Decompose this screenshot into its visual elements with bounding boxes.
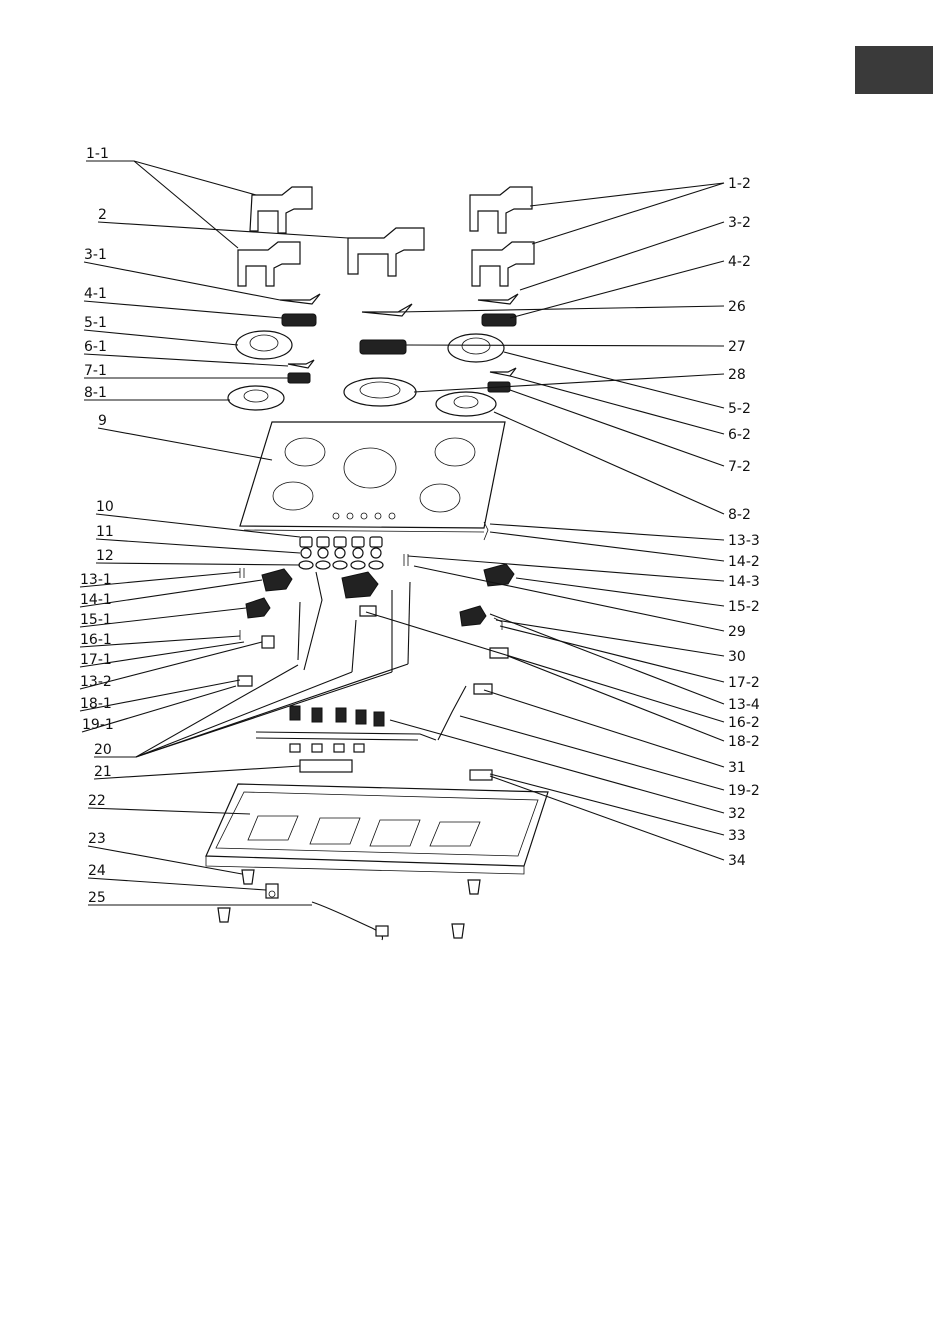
label-6-2: 6-2 bbox=[728, 427, 751, 443]
label-16-1: 16-1 bbox=[80, 632, 112, 648]
label-7-1: 7-1 bbox=[84, 363, 107, 379]
label-4-1: 4-1 bbox=[84, 286, 107, 302]
label-12: 12 bbox=[96, 548, 114, 564]
label-1-2: 1-2 bbox=[728, 176, 751, 192]
label-26: 26 bbox=[728, 299, 746, 315]
label-28: 28 bbox=[728, 367, 746, 383]
label-33: 33 bbox=[728, 828, 746, 844]
label-18-1: 18-1 bbox=[80, 696, 112, 712]
label-21: 21 bbox=[94, 764, 112, 780]
knob-icon bbox=[299, 537, 383, 569]
valve-icon bbox=[256, 706, 436, 772]
label-3-1: 3-1 bbox=[84, 247, 107, 263]
label-11: 11 bbox=[96, 524, 114, 540]
pan-support-icon bbox=[238, 187, 534, 286]
label-30: 30 bbox=[728, 649, 746, 665]
label-2: 2 bbox=[98, 207, 107, 223]
label-7-2: 7-2 bbox=[728, 459, 751, 475]
label-31: 31 bbox=[728, 760, 746, 776]
label-15-1: 15-1 bbox=[80, 612, 112, 628]
label-8-1: 8-1 bbox=[84, 385, 107, 401]
label-32: 32 bbox=[728, 806, 746, 822]
label-20: 20 bbox=[94, 742, 112, 758]
label-18-2: 18-2 bbox=[728, 734, 760, 750]
label-1-1: 1-1 bbox=[86, 146, 109, 162]
label-16-2: 16-2 bbox=[728, 715, 760, 731]
label-22: 22 bbox=[88, 793, 106, 809]
label-3-2: 3-2 bbox=[728, 215, 751, 231]
label-34: 34 bbox=[728, 853, 746, 869]
label-4-2: 4-2 bbox=[728, 254, 751, 270]
label-23: 23 bbox=[88, 831, 106, 847]
label-17-2: 17-2 bbox=[728, 675, 760, 691]
bracket-icon bbox=[238, 522, 508, 694]
label-17-1: 17-1 bbox=[80, 652, 112, 668]
label-13-4: 13-4 bbox=[728, 697, 760, 713]
label-5-2: 5-2 bbox=[728, 401, 751, 417]
label-9: 9 bbox=[98, 413, 107, 429]
label-25: 25 bbox=[88, 890, 106, 906]
labels-right: 1-2 3-2 4-2 26 27 28 5-2 6-2 7-2 8-2 13-… bbox=[728, 176, 760, 869]
label-6-1: 6-1 bbox=[84, 339, 107, 355]
label-5-1: 5-1 bbox=[84, 315, 107, 331]
glass-top-icon bbox=[240, 422, 505, 532]
label-14-3: 14-3 bbox=[728, 574, 760, 590]
label-10: 10 bbox=[96, 499, 114, 515]
label-19-2: 19-2 bbox=[728, 783, 760, 799]
label-14-2: 14-2 bbox=[728, 554, 760, 570]
label-27: 27 bbox=[728, 339, 746, 355]
label-13-2: 13-2 bbox=[80, 674, 112, 690]
label-19-1: 19-1 bbox=[82, 717, 114, 733]
label-15-2: 15-2 bbox=[728, 599, 760, 615]
label-14-1: 14-1 bbox=[80, 592, 112, 608]
label-13-3: 13-3 bbox=[728, 533, 760, 549]
label-8-2: 8-2 bbox=[728, 507, 751, 523]
labels-left: 1-1 2 3-1 4-1 5-1 6-1 7-1 8-1 9 10 11 12… bbox=[80, 146, 114, 906]
label-13-1: 13-1 bbox=[80, 572, 112, 588]
base-tray-icon bbox=[206, 770, 548, 874]
label-29: 29 bbox=[728, 624, 746, 640]
label-24: 24 bbox=[88, 863, 106, 879]
